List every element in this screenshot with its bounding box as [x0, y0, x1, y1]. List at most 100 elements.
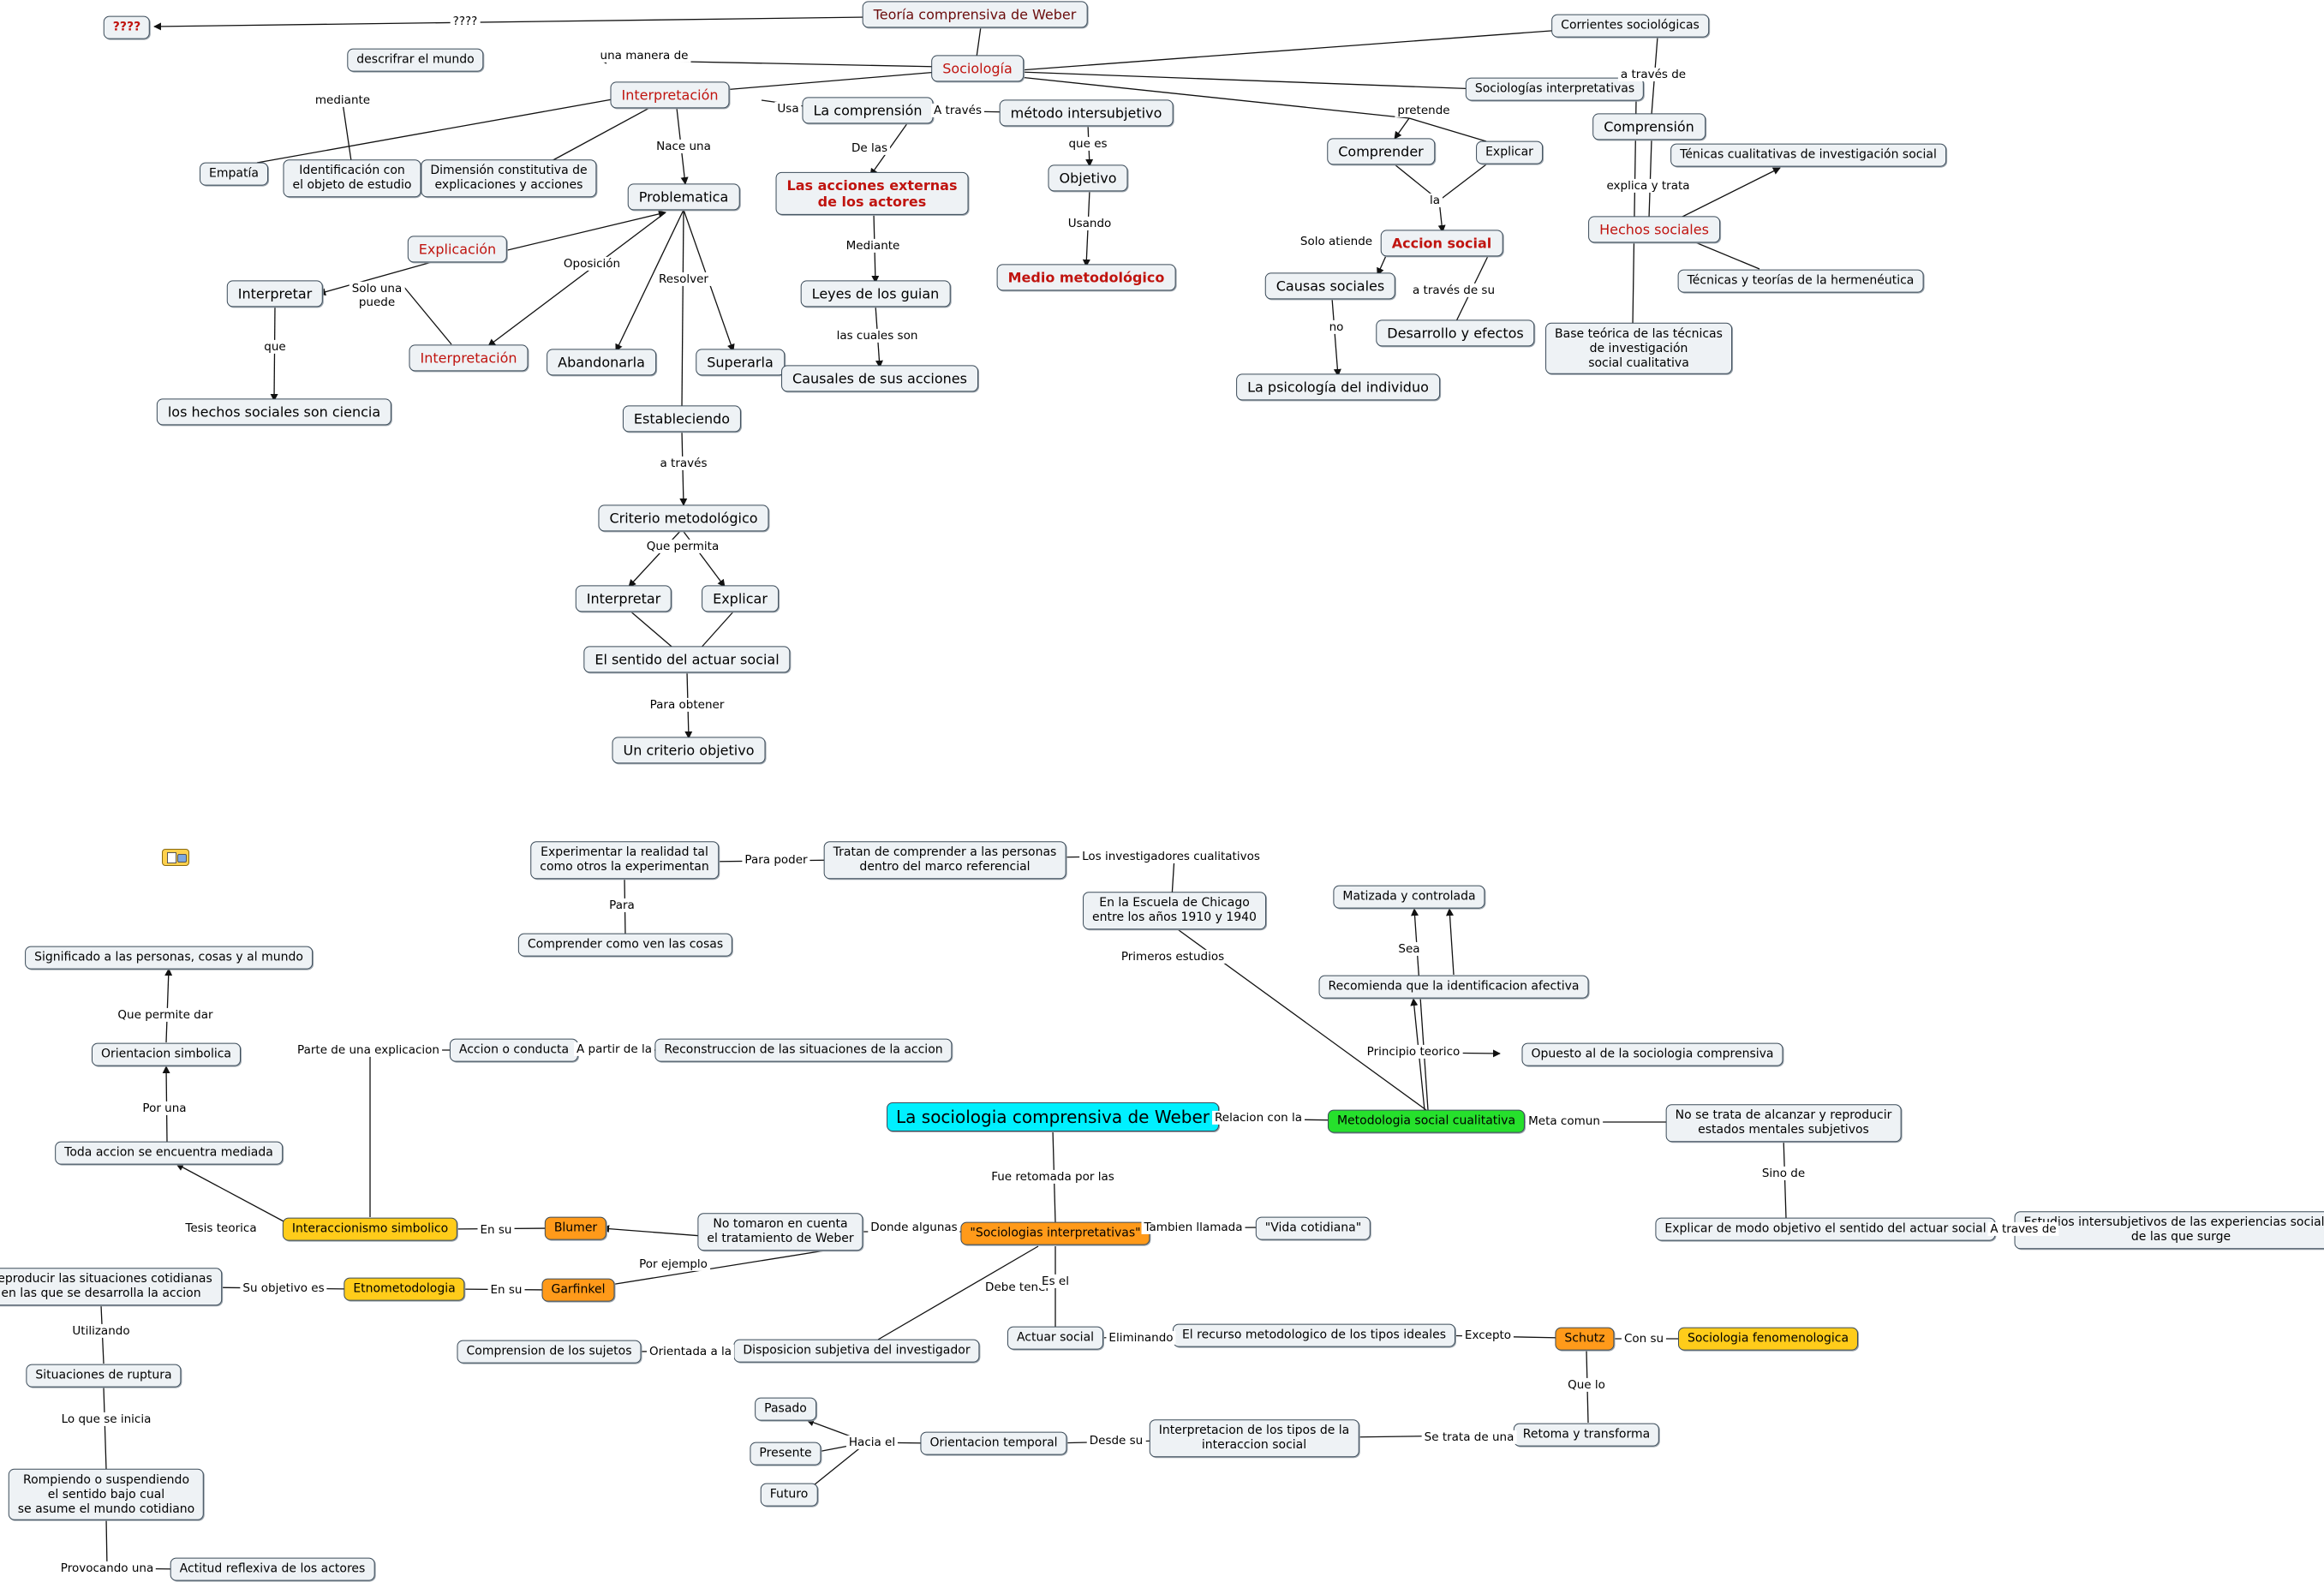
node-estudios-intersubjetivos: Estudios intersubjetivos de las experien…: [2014, 1211, 2324, 1249]
node-criterio: Criterio metodológico: [598, 504, 769, 532]
node-explicar-2: Explicar: [702, 585, 779, 612]
node-superarla: Superarla: [696, 349, 785, 376]
node-matizada: Matizada y controlada: [1333, 885, 1485, 909]
connector-35: [487, 212, 666, 347]
connector-14: [256, 97, 623, 164]
node-hechos-sociales: Hechos sociales: [1588, 216, 1720, 243]
link-label: a través de: [1617, 67, 1689, 82]
node-situaciones-ruptura: Situaciones de ruptura: [26, 1364, 182, 1388]
node-interaccionismo: Interaccionismo simbolico: [282, 1217, 458, 1241]
document-icon[interactable]: [162, 849, 189, 866]
node-explicar-1: Explicar: [1476, 140, 1543, 164]
connector-40: [628, 528, 683, 588]
node-abandonarla: Abandonarla: [547, 349, 656, 376]
connector-79: [164, 968, 173, 1043]
node-la-comprension: La comprensión: [802, 97, 934, 124]
node-no-tomaron: No tomaron en cuenta el tratamiento de W…: [697, 1213, 863, 1251]
connector-6: [1019, 76, 1410, 119]
node-interpretacion-1: Interpretación: [610, 81, 730, 109]
node-sentido: El sentido del actuar social: [583, 646, 791, 673]
node-actuar-social: Actuar social: [1007, 1326, 1104, 1350]
node-corrientes: Corrientes sociológicas: [1551, 14, 1709, 38]
node-interpretar-1: Interpretar: [226, 280, 324, 307]
node-explicacion: Explicación: [407, 236, 508, 263]
node-explicar-modo: Explicar de modo objetivo el sentido del…: [1655, 1217, 1996, 1241]
link-label: una manera de: [597, 48, 691, 63]
node-metodo-intersubjetivo: método intersubjetivo: [999, 99, 1174, 127]
node-causales: Causales de sus acciones: [781, 365, 978, 392]
link-label: Tesis teorica: [182, 1221, 260, 1236]
node-medio-metodologico: Medio metodológico: [996, 264, 1176, 291]
node-dimension: Dimensión constitutiva de explicaciones …: [421, 159, 597, 197]
link-label: Excepto: [1461, 1328, 1514, 1343]
node-question: ????: [103, 15, 151, 39]
node-chicago: En la Escuela de Chicago entre los años …: [1083, 892, 1266, 929]
node-tecnicas-hermeneutica: Técnicas y teorías de la hermenéutica: [1677, 269, 1924, 293]
node-comprender-cosas: Comprender como ven las cosas: [517, 933, 733, 957]
node-comprension-sujetos: Comprension de los sujetos: [457, 1340, 642, 1364]
node-tratan: Tratan de comprender a las personas dent…: [823, 841, 1066, 879]
link-label: Su objetivo es: [240, 1281, 327, 1296]
connector-68: [877, 1245, 1039, 1340]
connector-7: [1394, 117, 1410, 140]
node-causas-sociales: Causas sociales: [1264, 272, 1396, 300]
node-accion-social: Accion social: [1380, 230, 1503, 257]
link-label: Primeros estudios: [1118, 949, 1228, 964]
link-label: Usa: [774, 101, 802, 116]
node-vida-cotidiana: "Vida cotidiana": [1255, 1216, 1371, 1240]
link-label: Oposición: [560, 256, 624, 272]
node-pasado: Pasado: [755, 1397, 816, 1421]
node-experimentar: Experimentar la realidad tal como otros …: [530, 841, 719, 879]
node-metodologia-cualitativa: Metodologia social cualitativa: [1327, 1109, 1526, 1133]
node-disposicion: Disposicion subjetiva del investigador: [733, 1339, 980, 1363]
link-label: Es el: [1039, 1274, 1072, 1289]
node-orientacion-temporal: Orientacion temporal: [920, 1431, 1067, 1455]
node-accion-conducta: Accion o conducta: [449, 1038, 579, 1062]
node-psicologia: La psicología del individuo: [1236, 373, 1440, 401]
node-garfinkel: Garfinkel: [541, 1278, 615, 1302]
node-interpretacion-2: Interpretación: [409, 344, 529, 372]
link-label: Con su: [1621, 1331, 1667, 1346]
node-sociologias-interpretativas-2: "Sociologias interpretativas": [960, 1221, 1150, 1245]
link-label: Fue retomada por las: [989, 1169, 1117, 1185]
connector-34: [496, 210, 666, 254]
node-recomienda: Recomienda que la identificacion afectiv…: [1318, 975, 1589, 999]
node-etnometodologia: Etnometodologia: [344, 1277, 465, 1301]
connector-52: [1446, 908, 1455, 976]
node-estableciendo: Estableciendo: [622, 405, 742, 433]
connector-3: [1019, 27, 1563, 71]
link-label: las cuales son: [833, 328, 921, 343]
connector-13: [1688, 239, 1760, 270]
connector-11: [1678, 167, 1781, 219]
node-sociologia: Sociología: [931, 55, 1024, 82]
node-sociologia-fenomenologica: Sociologia fenomenologica: [1677, 1327, 1859, 1351]
node-schutz: Schutz: [1555, 1327, 1615, 1351]
node-significado: Significado a las personas, cosas y al m…: [25, 946, 313, 970]
connector-82: [105, 1518, 108, 1569]
connector-1: [976, 26, 982, 58]
link-label: mediante: [312, 93, 373, 108]
link-label: Eliminando: [1106, 1330, 1176, 1346]
node-identificacion: Identificación con el objeto de estudio: [283, 159, 421, 197]
link-label: a través: [657, 456, 710, 471]
link-label: Orientada a la: [646, 1344, 735, 1359]
link-label: Que lo: [1565, 1377, 1608, 1393]
node-blumer: Blumer: [544, 1216, 607, 1240]
connector-31: [681, 209, 684, 408]
link-label: Provocando una: [57, 1561, 157, 1576]
node-interpretacion-tipos: Interpretacion de los tipos de la intera…: [1149, 1419, 1359, 1457]
link-label: Para poder: [742, 852, 810, 868]
node-orientacion-simbolica: Orientacion simbolica: [91, 1042, 242, 1066]
link-label: Por ejemplo: [636, 1257, 710, 1272]
connector-24: [1438, 164, 1487, 201]
link-label: Meta comun: [1526, 1113, 1603, 1129]
connector-8: [1408, 117, 1487, 142]
link-label: no: [1326, 319, 1347, 335]
link-label: ????: [450, 14, 481, 29]
connector-89: [809, 1442, 868, 1489]
node-reconstruccion: Reconstruccion de las situaciones de la …: [654, 1038, 953, 1062]
connector-5: [702, 71, 939, 93]
link-label: Se trata de una: [1421, 1430, 1517, 1445]
node-empatia: Empatía: [200, 162, 268, 186]
node-interpretar-2: Interpretar: [575, 585, 672, 612]
